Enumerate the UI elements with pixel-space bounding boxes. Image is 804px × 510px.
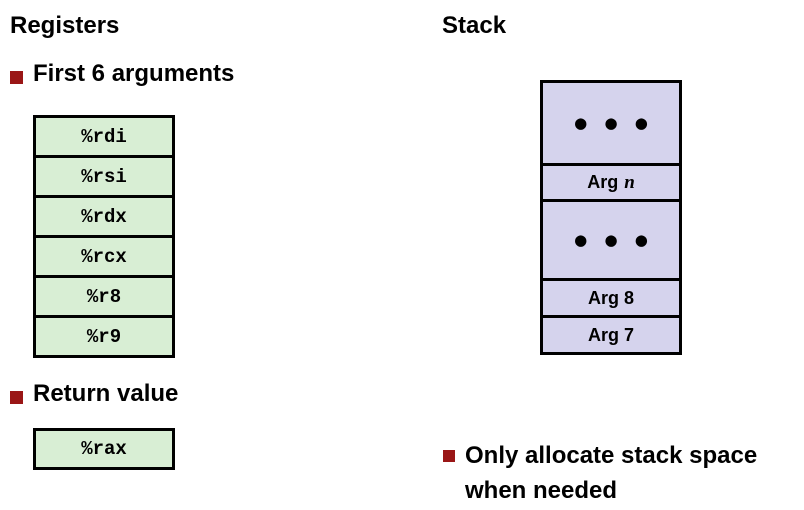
stack-cell-arg-8: Arg 8 xyxy=(543,278,679,315)
argument-registers-table: %rdi %rsi %rdx %rcx %r8 %r9 xyxy=(33,115,175,358)
register-cell-rax: %rax xyxy=(33,428,175,470)
first6-arguments-label: First 6 arguments xyxy=(33,60,235,87)
stack-cell-arg-7: Arg 7 xyxy=(543,315,679,352)
arg-n-variable: n xyxy=(624,171,635,193)
register-cell-r9: %r9 xyxy=(36,315,172,355)
stack-table: ● ● ● Arg n ● ● ● Arg 8 Arg 7 xyxy=(540,80,682,355)
bullet-square-icon xyxy=(10,391,23,404)
allocate-stack-space-line2: when needed xyxy=(465,477,618,504)
allocate-stack-space-line1: Only allocate stack space xyxy=(465,442,758,469)
registers-title: Registers xyxy=(10,12,120,39)
stack-title: Stack xyxy=(442,12,507,39)
register-cell-rsi: %rsi xyxy=(36,155,172,195)
register-cell-rdi: %rdi xyxy=(36,118,172,155)
bullet-square-icon xyxy=(443,450,455,462)
stack-cell-ellipsis-top: ● ● ● xyxy=(543,83,679,163)
arg-n-prefix: Arg xyxy=(587,172,619,192)
register-cell-r8: %r8 xyxy=(36,275,172,315)
return-value-label: Return value xyxy=(33,380,179,407)
stack-cell-arg-n: Arg n xyxy=(543,163,679,199)
register-cell-rcx: %rcx xyxy=(36,235,172,275)
bullet-square-icon xyxy=(10,71,23,84)
register-cell-rdx: %rdx xyxy=(36,195,172,235)
allocate-stack-space-label: Only allocate stack space when needed xyxy=(465,438,804,508)
stack-cell-ellipsis-middle: ● ● ● xyxy=(543,199,679,278)
